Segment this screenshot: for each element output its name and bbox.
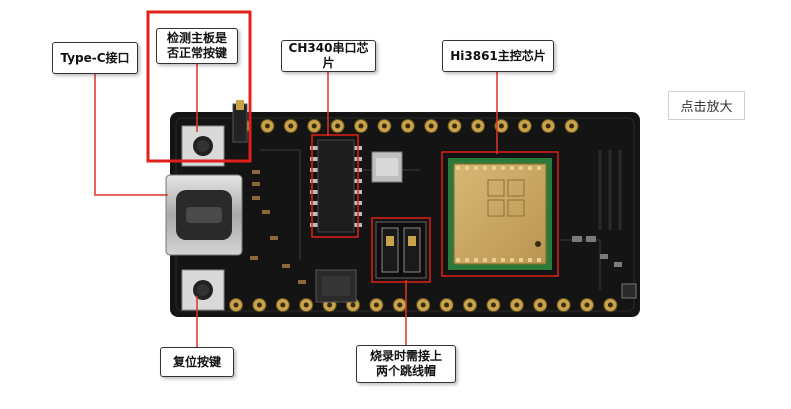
module-pad <box>510 258 514 262</box>
leader-lines <box>94 64 498 347</box>
header-pin-hole <box>373 302 379 308</box>
module-pad <box>456 258 460 262</box>
header-pin-hole <box>327 302 333 308</box>
chip-leg <box>310 157 318 161</box>
usb-c-connector <box>165 174 243 256</box>
header-pin-hole <box>303 302 309 308</box>
chip-leg <box>310 201 318 205</box>
chip-leg <box>310 179 318 183</box>
jumper-highlight <box>371 217 431 283</box>
module-pad <box>519 258 523 262</box>
module-pad <box>492 166 496 170</box>
serial-chip-callout: CH340串口芯片 <box>281 40 376 72</box>
crystal <box>371 151 403 183</box>
usb-callout: Type-C接口 <box>52 42 138 74</box>
module-pad <box>528 166 532 170</box>
header-pin-hole <box>452 123 458 129</box>
header-pin-hole <box>444 302 450 308</box>
voltage-regulator <box>315 269 357 303</box>
header-pin-hole <box>467 302 473 308</box>
header-pin-hole <box>522 123 528 129</box>
header-pin-hole <box>405 123 411 129</box>
chip-leg <box>310 146 318 150</box>
header-pin-hole <box>358 123 364 129</box>
chip-leg <box>310 223 318 227</box>
reset-button <box>181 269 225 311</box>
header-pin-hole <box>584 302 590 308</box>
module-pad <box>465 166 469 170</box>
module-pad <box>519 166 523 170</box>
antenna <box>598 150 622 230</box>
module-pad <box>474 258 478 262</box>
top-header-pins <box>237 119 579 133</box>
header-pin-hole <box>233 302 239 308</box>
header-pin-hole <box>514 302 520 308</box>
bottom-header-pins <box>229 298 618 312</box>
jumper-callout: 烧录时需接上 两个跳线帽 <box>356 345 456 383</box>
header-pin-hole <box>256 302 262 308</box>
module-pad <box>492 258 496 262</box>
module-pad <box>456 166 460 170</box>
user-button <box>181 125 225 167</box>
header-pin-hole <box>350 302 356 308</box>
header-pin-hole <box>569 123 575 129</box>
module-pad <box>501 258 505 262</box>
chip-leg <box>310 168 318 172</box>
module-pad <box>528 258 532 262</box>
module-pad <box>510 166 514 170</box>
header-pin-hole <box>428 123 434 129</box>
header-pin-hole <box>537 302 543 308</box>
header-pin-hole <box>498 123 504 129</box>
module-pad <box>501 166 505 170</box>
jumper-header <box>375 221 427 279</box>
chip-leg <box>310 212 318 216</box>
header-pin-hole <box>381 123 387 129</box>
header-pin-hole <box>490 302 496 308</box>
module-pad <box>537 258 541 262</box>
header-pin-hole <box>397 302 403 308</box>
header-pin-hole <box>288 123 294 129</box>
module-pad <box>465 258 469 262</box>
hi3861-module <box>448 158 552 270</box>
header-pin-hole <box>280 302 286 308</box>
module-pad <box>483 166 487 170</box>
check-button-highlight-frame <box>146 10 252 163</box>
header-pin-hole <box>607 302 613 308</box>
header-pin-hole <box>264 123 270 129</box>
header-pin-hole <box>420 302 426 308</box>
header-pin-hole <box>475 123 481 129</box>
module-highlight <box>441 151 559 277</box>
main-chip-callout: Hi3861主控芯片 <box>442 40 554 72</box>
module-pad <box>483 258 487 262</box>
module-pad <box>474 166 478 170</box>
ch340-chip <box>310 139 362 233</box>
check-button-callout: 检测主板是 否正常按键 <box>156 28 238 64</box>
header-pin-hole <box>561 302 567 308</box>
chip-leg <box>310 190 318 194</box>
ch340-highlight <box>311 134 359 238</box>
header-pin-hole <box>545 123 551 129</box>
reset-callout: 复位按键 <box>160 347 234 377</box>
header-pin-hole <box>311 123 317 129</box>
header-pin-hole <box>335 123 341 129</box>
zoom-button[interactable]: 点击放大 <box>668 91 745 120</box>
module-pad <box>537 166 541 170</box>
